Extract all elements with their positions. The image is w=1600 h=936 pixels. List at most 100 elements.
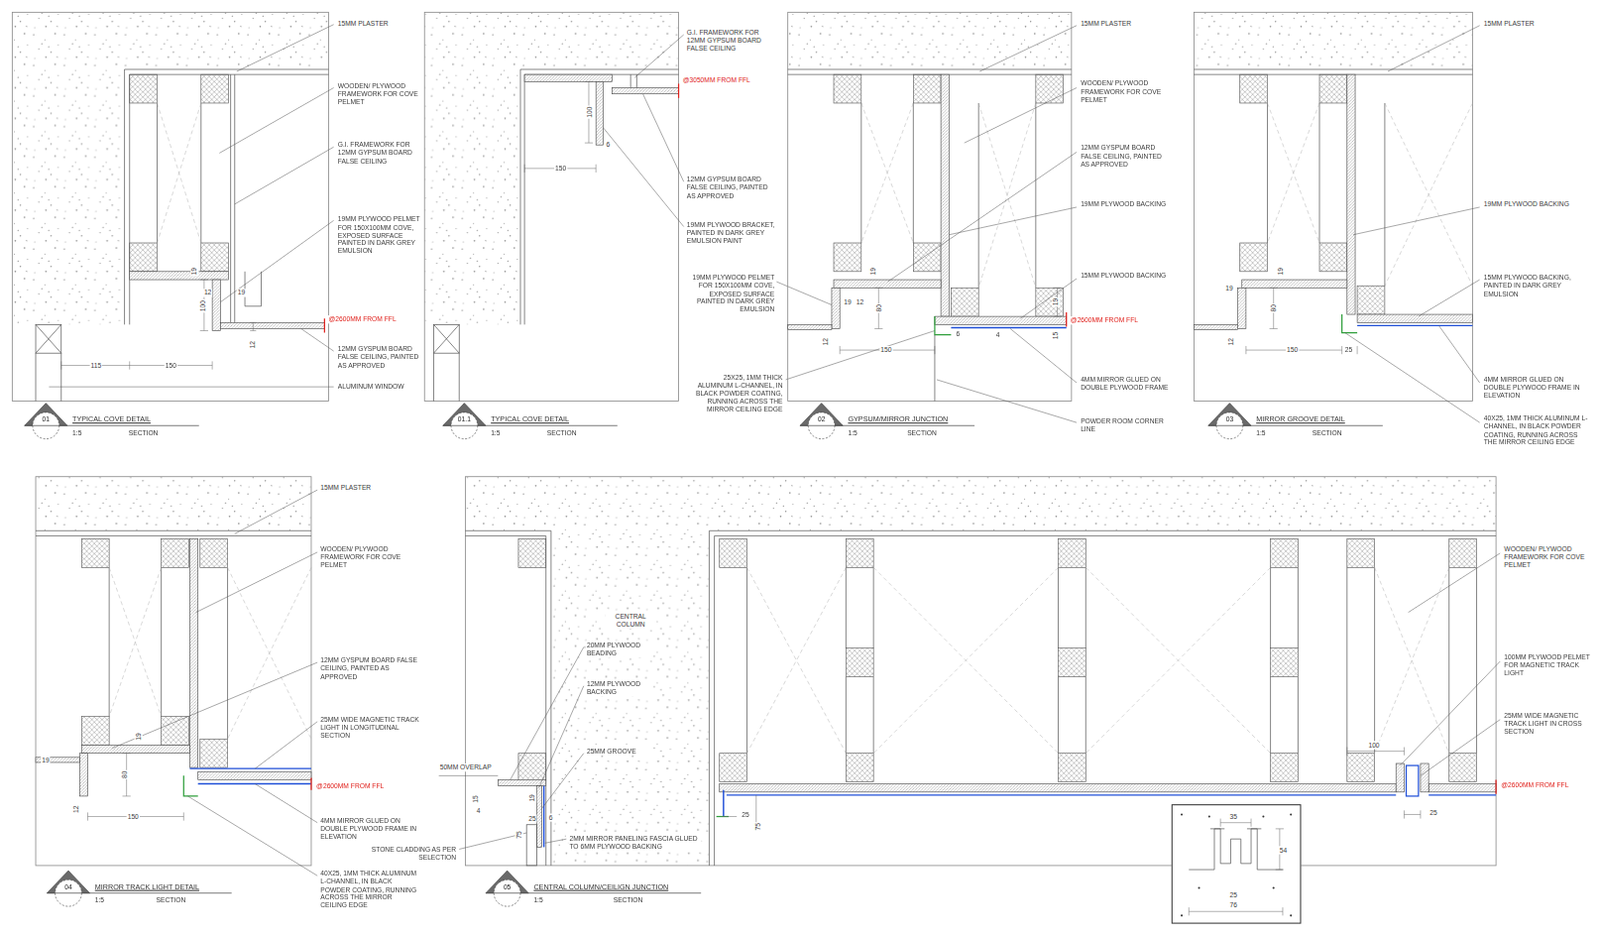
drawing-path bbox=[1357, 325, 1473, 327]
drawing-path bbox=[543, 786, 545, 848]
drawing-path bbox=[1267, 103, 1385, 286]
dimension: 12 bbox=[820, 337, 829, 347]
drawing-path bbox=[464, 530, 1496, 866]
title-line bbox=[46, 892, 231, 894]
title-note: 1:5 bbox=[71, 428, 83, 437]
title-line bbox=[800, 425, 975, 427]
drawing-rect bbox=[1193, 324, 1238, 330]
callout-note: 25MM GROOVE bbox=[585, 747, 654, 756]
drawing-path bbox=[678, 83, 680, 98]
drawing-path bbox=[1345, 25, 1481, 423]
dimension: 25 bbox=[740, 809, 751, 818]
drawing-path bbox=[183, 775, 198, 797]
dimension: 35 bbox=[1228, 811, 1239, 820]
title-note: SECTION bbox=[154, 896, 187, 905]
detail-title: TYPICAL COVE DETAIL bbox=[489, 415, 571, 425]
drawing-rect bbox=[1171, 803, 1302, 923]
dimension: 19 bbox=[134, 731, 143, 742]
callout-note: 40X25, 1MM THICK ALUMINUM L-CHANNEL, IN … bbox=[1483, 414, 1594, 447]
drawing-rect bbox=[940, 74, 949, 317]
callout-note: G.I. FRAMEWORK FOR 12MM GYPSUM BOARD FAL… bbox=[685, 28, 779, 53]
title-note: SECTION bbox=[546, 428, 578, 437]
dimension: 54 bbox=[1278, 845, 1289, 854]
callout-note: WOODEN/ PLYWOOD FRAMEWORK FOR COVE PELME… bbox=[1079, 79, 1172, 104]
title-line bbox=[24, 425, 200, 427]
drawing-rect bbox=[788, 324, 832, 330]
title-line bbox=[485, 892, 701, 894]
callout-note: 4MM MIRROR GLUED ON DOUBLE PLYWOOD FRAME… bbox=[319, 816, 422, 841]
detail-number: 03 bbox=[1217, 415, 1243, 424]
drawing-rect bbox=[129, 271, 229, 280]
detail-number: 05 bbox=[494, 882, 520, 891]
drawing-rect bbox=[35, 476, 312, 866]
drawing-rect bbox=[526, 824, 537, 866]
drawing-rect bbox=[1035, 74, 1064, 104]
drawing-rect bbox=[189, 539, 198, 769]
callout-note: 19MM PLYWOOD BACKING bbox=[1079, 200, 1172, 209]
drawing-circle bbox=[1289, 914, 1292, 916]
detail-title: GYPSUM/MIRROR JUNCTION bbox=[846, 415, 949, 425]
dimension: 25 bbox=[1344, 345, 1355, 354]
drawing-path bbox=[1065, 312, 1067, 327]
callout-note: STONE CLADDING AS PER SELECTION bbox=[351, 844, 458, 861]
drawing-path bbox=[11, 11, 329, 325]
dimension: 19 bbox=[1275, 266, 1284, 277]
callout-note: 4MM MIRROR GLUED ON DOUBLE PLYWOOD FRAME… bbox=[1483, 375, 1594, 400]
drawing-rect bbox=[518, 539, 547, 569]
drawing-rect bbox=[1242, 279, 1348, 288]
callout-note: WOODEN/ PLYWOOD FRAMEWORK FOR COVE PELME… bbox=[337, 81, 423, 106]
callout-note: CENTRAL COLUMN bbox=[604, 612, 656, 629]
dimension: 150 bbox=[879, 345, 893, 354]
detail-number: 01.1 bbox=[452, 415, 477, 424]
dimension: 150 bbox=[1285, 345, 1299, 354]
drawing-rect bbox=[81, 744, 190, 753]
drawing-circle bbox=[1180, 812, 1183, 815]
drawing-g bbox=[24, 403, 1383, 907]
drawing-path bbox=[439, 553, 1501, 850]
callout-note: 2MM MIRROR PANELING FASCIA GLUED TO 6MM … bbox=[568, 834, 701, 851]
drawing-rect bbox=[11, 11, 329, 401]
dimension: 6 bbox=[604, 140, 611, 149]
drawing-rect bbox=[1057, 648, 1086, 678]
callout-note: 15MM PLASTER bbox=[337, 19, 423, 28]
dimension: 80 bbox=[1269, 303, 1278, 314]
dimension: 19 bbox=[190, 266, 199, 277]
drawing-rect bbox=[1193, 11, 1473, 401]
detail-title: TYPICAL COVE DETAIL bbox=[71, 415, 152, 425]
drawing-path bbox=[723, 790, 1496, 817]
detail-title: MIRROR TRACK LIGHT DETAIL bbox=[94, 882, 201, 892]
title-note: 1:5 bbox=[846, 428, 858, 437]
drawing-rect bbox=[913, 242, 941, 272]
detail-title: CENTRAL COLUMN/CEILIGN JUNCTION bbox=[532, 882, 670, 892]
drawing-rect bbox=[1357, 314, 1473, 323]
drawing-g bbox=[439, 476, 1501, 924]
dimension: 19 bbox=[528, 793, 537, 803]
title-note: 1:5 bbox=[532, 896, 544, 905]
dimension: 12 bbox=[1227, 337, 1236, 347]
callout-note: 15MM PLYWOOD BACKING bbox=[1079, 271, 1172, 280]
drawing-g bbox=[788, 11, 1077, 423]
drawing-rect bbox=[1319, 242, 1348, 272]
drawing-g bbox=[1180, 812, 1292, 916]
callout-note: 25X25, 1MM THICK ALUMINUM L-CHANNEL, IN … bbox=[691, 373, 785, 414]
drawing-rect bbox=[1057, 753, 1086, 783]
level-mark: @2600MM FROM FFL bbox=[1499, 780, 1570, 789]
callout-note: 4MM MIRROR GLUED ON DOUBLE PLYWOOD FRAME bbox=[1079, 375, 1172, 392]
drawing-circle bbox=[1261, 814, 1264, 817]
drawing-rect bbox=[612, 88, 680, 95]
callout-note: ALUMINUM WINDOW bbox=[337, 382, 423, 391]
drawing-path bbox=[888, 25, 1077, 423]
drawing-rect bbox=[424, 11, 679, 401]
drawing-rect bbox=[833, 279, 941, 288]
callout-note: POWDER ROOM CORNER LINE bbox=[1079, 417, 1172, 434]
drawing-rect bbox=[1238, 287, 1247, 329]
title-note: SECTION bbox=[127, 428, 160, 437]
dimension: 19 bbox=[1224, 284, 1235, 293]
drawing-path bbox=[112, 489, 318, 876]
drawing-path bbox=[1342, 314, 1358, 334]
level-mark: @2600MM FROM FFL bbox=[327, 315, 397, 324]
drawing-path bbox=[109, 567, 228, 739]
callout-note: 50MM OVERLAP bbox=[439, 763, 493, 772]
drawing-path bbox=[61, 279, 257, 370]
callout-note: 12MM PLYWOOD BACKING bbox=[585, 680, 654, 696]
